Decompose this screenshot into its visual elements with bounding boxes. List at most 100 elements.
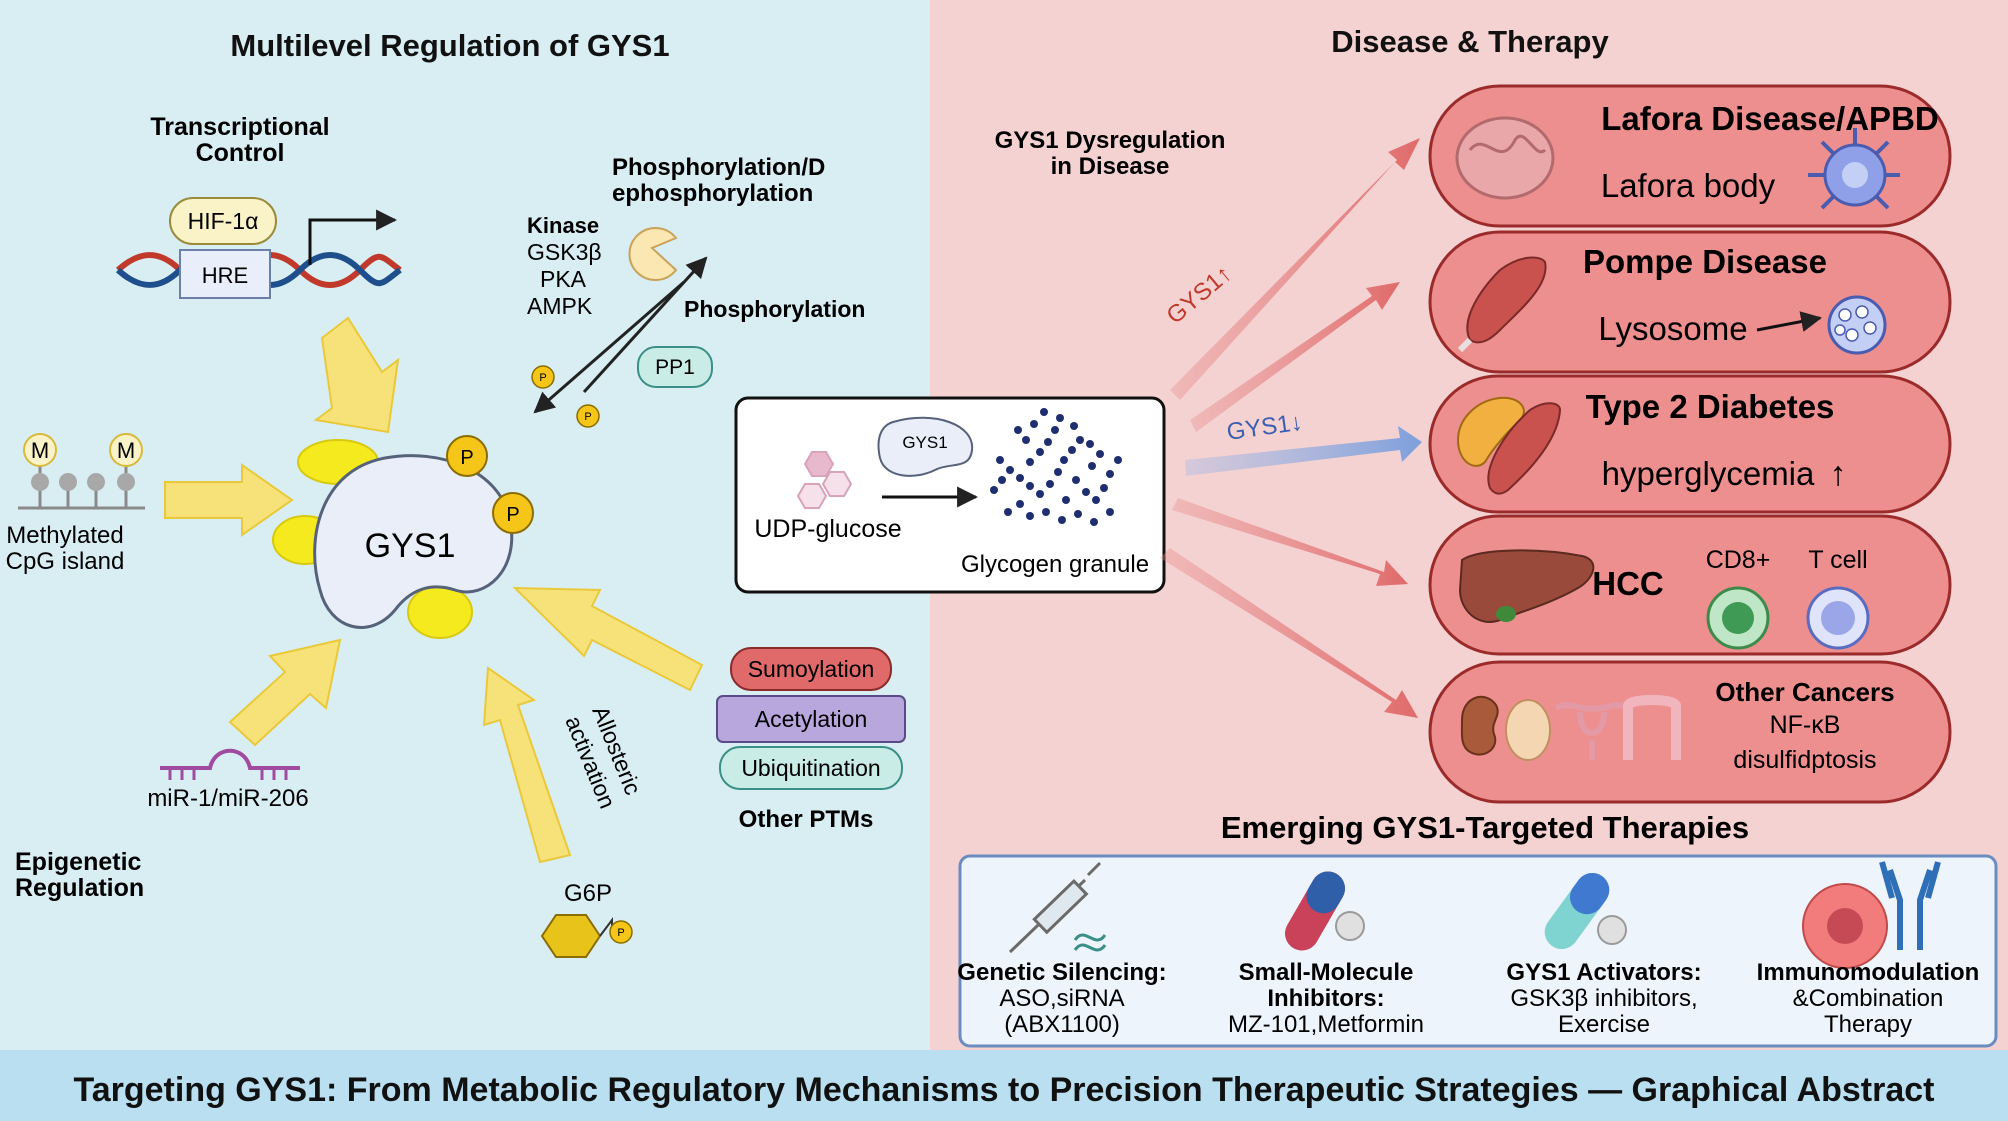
kinase-title: Kinase: [527, 213, 599, 238]
g6p-hexagon-icon: [540, 914, 602, 958]
disease-pill-hcc: [1428, 514, 1952, 656]
antibody-tumor-icon: [1802, 861, 1941, 969]
therapy-1-line3: (ABX1100): [1004, 1011, 1120, 1038]
epigenetic-label-2: Regulation: [15, 874, 144, 902]
glycogen-granule-icon: [990, 408, 1122, 526]
reaction-box: [734, 396, 1166, 594]
disease-lafora-name: Lafora Disease/APBD: [1601, 100, 1938, 137]
dysregulation-label-2: in Disease: [1051, 153, 1170, 180]
gys1-enzyme-icon: [272, 435, 534, 639]
g6p-label: G6P: [564, 880, 612, 907]
arrow-to-lafora: [1170, 138, 1420, 400]
arrow-mirna: [228, 638, 342, 747]
ptm-acetylation: [716, 695, 906, 743]
arrow-transcription: [313, 316, 400, 434]
capsule-icon: [1285, 871, 1365, 951]
disease-pill-other-cancers: [1428, 660, 1952, 804]
colon-icon: [1623, 695, 1681, 760]
reaction-gys1-label: GYS1: [902, 433, 947, 452]
ptm-sumoylation-label: Sumoylation: [748, 656, 875, 682]
therapies-title: Emerging GYS1-Targeted Therapies: [1221, 810, 1749, 845]
disease-pill-pompe: [1428, 230, 1952, 374]
kinase-pacman-icon: [628, 227, 678, 281]
therapy-4-line2: &Combination: [1793, 985, 1944, 1012]
therapy-4-line3: Therapy: [1824, 1011, 1912, 1038]
phospho-small-2-label: P: [584, 411, 591, 423]
muscle-icon-2: [1487, 402, 1562, 495]
pp1-badge: [637, 346, 713, 388]
disease-hcc-cell1: CD8+: [1706, 546, 1771, 574]
ptm-sumoylation: [730, 647, 892, 691]
arrow-methylation: [164, 463, 294, 537]
methyl-mark-1: M: [31, 438, 49, 463]
therapy-2-line3: MZ-101,Metformin: [1228, 1011, 1424, 1038]
arrow-to-hcc: [1172, 498, 1408, 586]
phospho-small-1-label: P: [539, 372, 546, 384]
transcriptional-label-1: Transcriptional: [150, 113, 329, 141]
phospho-small-2: [576, 404, 600, 428]
pp1-label: PP1: [655, 356, 695, 379]
disease-hcc-name: HCC: [1592, 565, 1664, 602]
disease-diabetes-detail: hyperglycemia: [1602, 455, 1815, 492]
kinase-2: PKA: [540, 266, 587, 292]
activator-capsule-icon: [1544, 872, 1627, 950]
disease-other-name: Other Cancers: [1715, 677, 1894, 707]
therapy-2-title-1: Small-Molecule: [1239, 959, 1414, 986]
therapy-3-title: GYS1 Activators:: [1506, 959, 1701, 986]
hre-label: HRE: [202, 263, 248, 288]
arrow-to-pompe: [1190, 282, 1400, 432]
therapy-4-title: Immunomodulation: [1757, 959, 1980, 986]
transcriptional-label-2: Control: [196, 139, 285, 167]
udp-glucose-label: UDP-glucose: [754, 515, 901, 543]
disease-diabetes-name: Type 2 Diabetes: [1586, 388, 1835, 425]
therapies-box: [958, 854, 1998, 1048]
phospho-title-1: Phosphorylation/D: [612, 154, 825, 181]
therapy-3-line2: GSK3β inhibitors,: [1510, 985, 1697, 1012]
dephosphorylation-arrow: [533, 280, 685, 414]
footer-title: Targeting GYS1: From Metabolic Regulator…: [73, 1071, 1934, 1109]
brain-icon: [1455, 116, 1555, 200]
methyl-mark-2: M: [117, 438, 135, 463]
other-ptms-title: Other PTMs: [739, 806, 874, 833]
arrow-ptms: [512, 586, 704, 692]
disease-pill-diabetes: [1428, 374, 1952, 514]
disease-pompe-detail: Lysosome: [1598, 310, 1747, 347]
therapy-1-line2: ASO,siRNA: [999, 985, 1124, 1012]
phosphorylation-arrow: [582, 256, 708, 394]
disease-other-detail2: disulfidptosis: [1733, 746, 1876, 774]
disease-arrows: [1160, 138, 1422, 718]
methylated-cpg-icon: [18, 433, 145, 510]
liver-icon: [1458, 549, 1595, 623]
mirna-icon: [160, 748, 300, 780]
therapy-1-title: Genetic Silencing:: [957, 959, 1166, 986]
phospho-small-1: [531, 365, 555, 389]
dysregulation-label-1: GYS1 Dysregulation: [995, 127, 1226, 154]
arrow-allosteric: [482, 666, 572, 864]
hif1a-badge: [169, 197, 277, 245]
reaction-gys1-icon: [877, 416, 974, 477]
gys1-label: GYS1: [365, 527, 456, 565]
left-panel-title: Multilevel Regulation of GYS1: [230, 28, 669, 63]
regulation-arrows: [164, 316, 704, 864]
phosphorylation-label: Phosphorylation: [684, 296, 865, 322]
therapy-2-title-2: Inhibitors:: [1267, 985, 1384, 1012]
disease-lafora-detail: Lafora body: [1601, 167, 1776, 204]
gys1-p-2: P: [506, 504, 519, 526]
muscle-icon: [1466, 256, 1547, 344]
epigenetic-label-1: Epigenetic: [15, 848, 142, 876]
methylated-label-1: Methylated: [6, 522, 123, 549]
ptm-acetylation-label: Acetylation: [755, 706, 868, 732]
hre-box: [179, 249, 271, 299]
disease-pompe-name: Pompe Disease: [1583, 243, 1827, 280]
arrow-to-other-cancers: [1160, 548, 1418, 718]
footer-bar: [0, 1050, 2008, 1121]
mirna-label: miR-1/miR-206: [147, 785, 308, 812]
uterus-icon: [1554, 702, 1630, 760]
udp-glucose-icon: [796, 451, 853, 509]
kinase-1: GSK3β: [527, 239, 602, 265]
therapy-3-line3: Exercise: [1558, 1011, 1650, 1038]
g6p-phospho-label: P: [617, 927, 624, 939]
disease-pill-lafora: [1428, 84, 1952, 228]
g6p-phospho: [609, 920, 633, 944]
